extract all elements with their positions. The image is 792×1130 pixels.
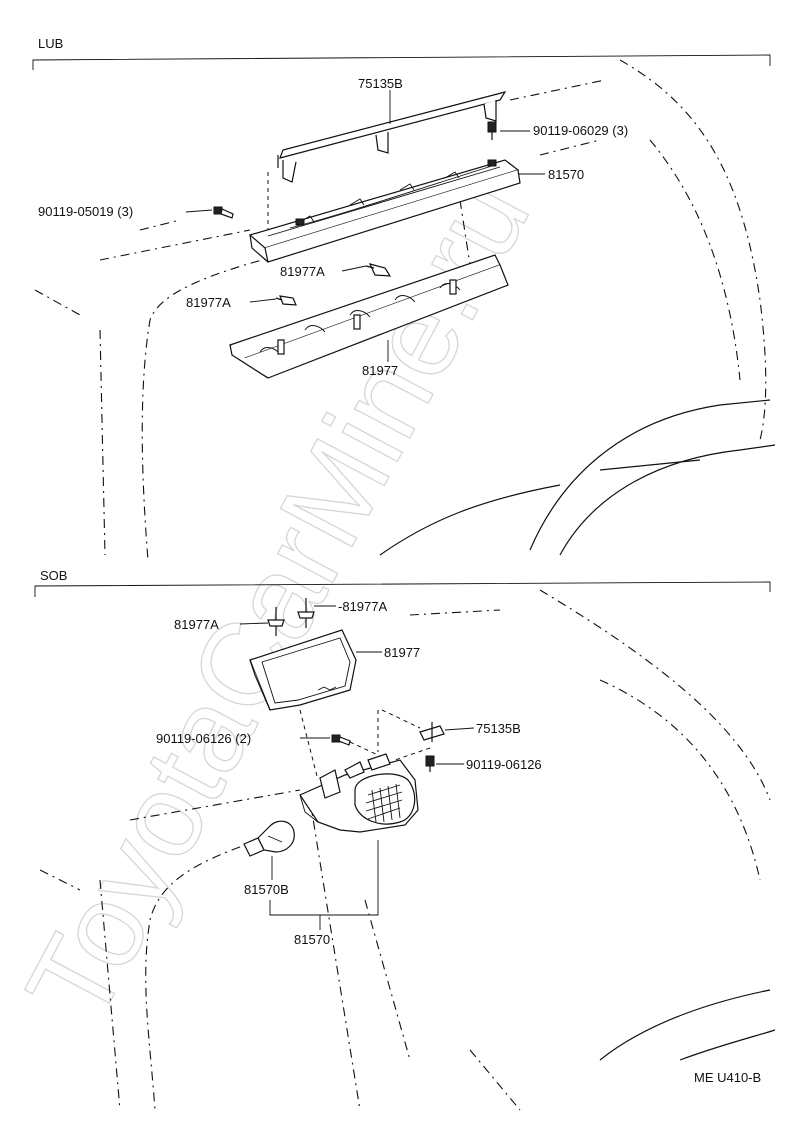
label-81977a-2-upper: 81977A xyxy=(186,295,231,310)
label-90119-06126: 90119-06126 xyxy=(466,757,542,772)
label-75135b-upper: 75135B xyxy=(358,76,403,91)
mount-guides-lower xyxy=(299,709,431,781)
cover-81977-upper xyxy=(229,254,509,379)
screw-90119-05019-upper xyxy=(213,206,234,219)
section-lub: LUB xyxy=(32,36,776,561)
label-90119-05019: 90119-05019 (3) xyxy=(38,204,133,219)
section-title-sob: SOB xyxy=(40,568,67,583)
section-sob: SOB xyxy=(34,568,776,1111)
label-81570-upper: 81570 xyxy=(548,167,584,182)
label-81977a-1-upper: 81977A xyxy=(280,264,325,279)
lens-grid xyxy=(365,783,403,823)
clip-81977a-1-upper xyxy=(365,263,392,277)
leaders-lower xyxy=(239,605,475,930)
label-75135b-lower: 75135B xyxy=(476,721,521,736)
body-outline-lower xyxy=(39,589,776,1111)
label-81977-upper: 81977 xyxy=(362,363,398,378)
clip-81977a-left-lower xyxy=(267,607,285,636)
bulb-81570b-lower xyxy=(243,820,295,857)
diagram-code: ME U410-B xyxy=(694,1070,761,1085)
label-81977a-left-lower: 81977A xyxy=(174,617,219,632)
section-bracket-lub xyxy=(32,54,771,70)
lamp-housing-81570-upper xyxy=(248,159,521,263)
lamp-assy-81570-lower xyxy=(299,753,419,833)
screw-90119-06029-upper xyxy=(487,121,497,140)
screw-90119-06126-lower xyxy=(425,755,435,772)
label-81977-lower: 81977 xyxy=(384,645,420,660)
label-81977a-right-lower: -81977A xyxy=(338,599,387,614)
section-bracket-sob xyxy=(34,581,771,597)
label-90119-06126-2: 90119-06126 (2) xyxy=(156,731,251,746)
label-81570-lower: 81570 xyxy=(294,932,330,947)
screw-90119-06126-2-lower xyxy=(331,734,351,746)
label-90119-06029: 90119-06029 (3) xyxy=(533,123,628,138)
body-outline-upper xyxy=(34,59,776,561)
clip-81977a-right-lower xyxy=(297,598,315,628)
leaders-upper xyxy=(185,90,545,362)
label-81570b-lower: 81570B xyxy=(244,882,289,897)
cover-81977-lower xyxy=(249,629,357,711)
clip-81977a-2-upper xyxy=(275,295,297,306)
bracket-75135b-upper xyxy=(277,91,507,183)
bracket-75135b-lower xyxy=(419,722,445,742)
section-title-lub: LUB xyxy=(38,36,63,51)
